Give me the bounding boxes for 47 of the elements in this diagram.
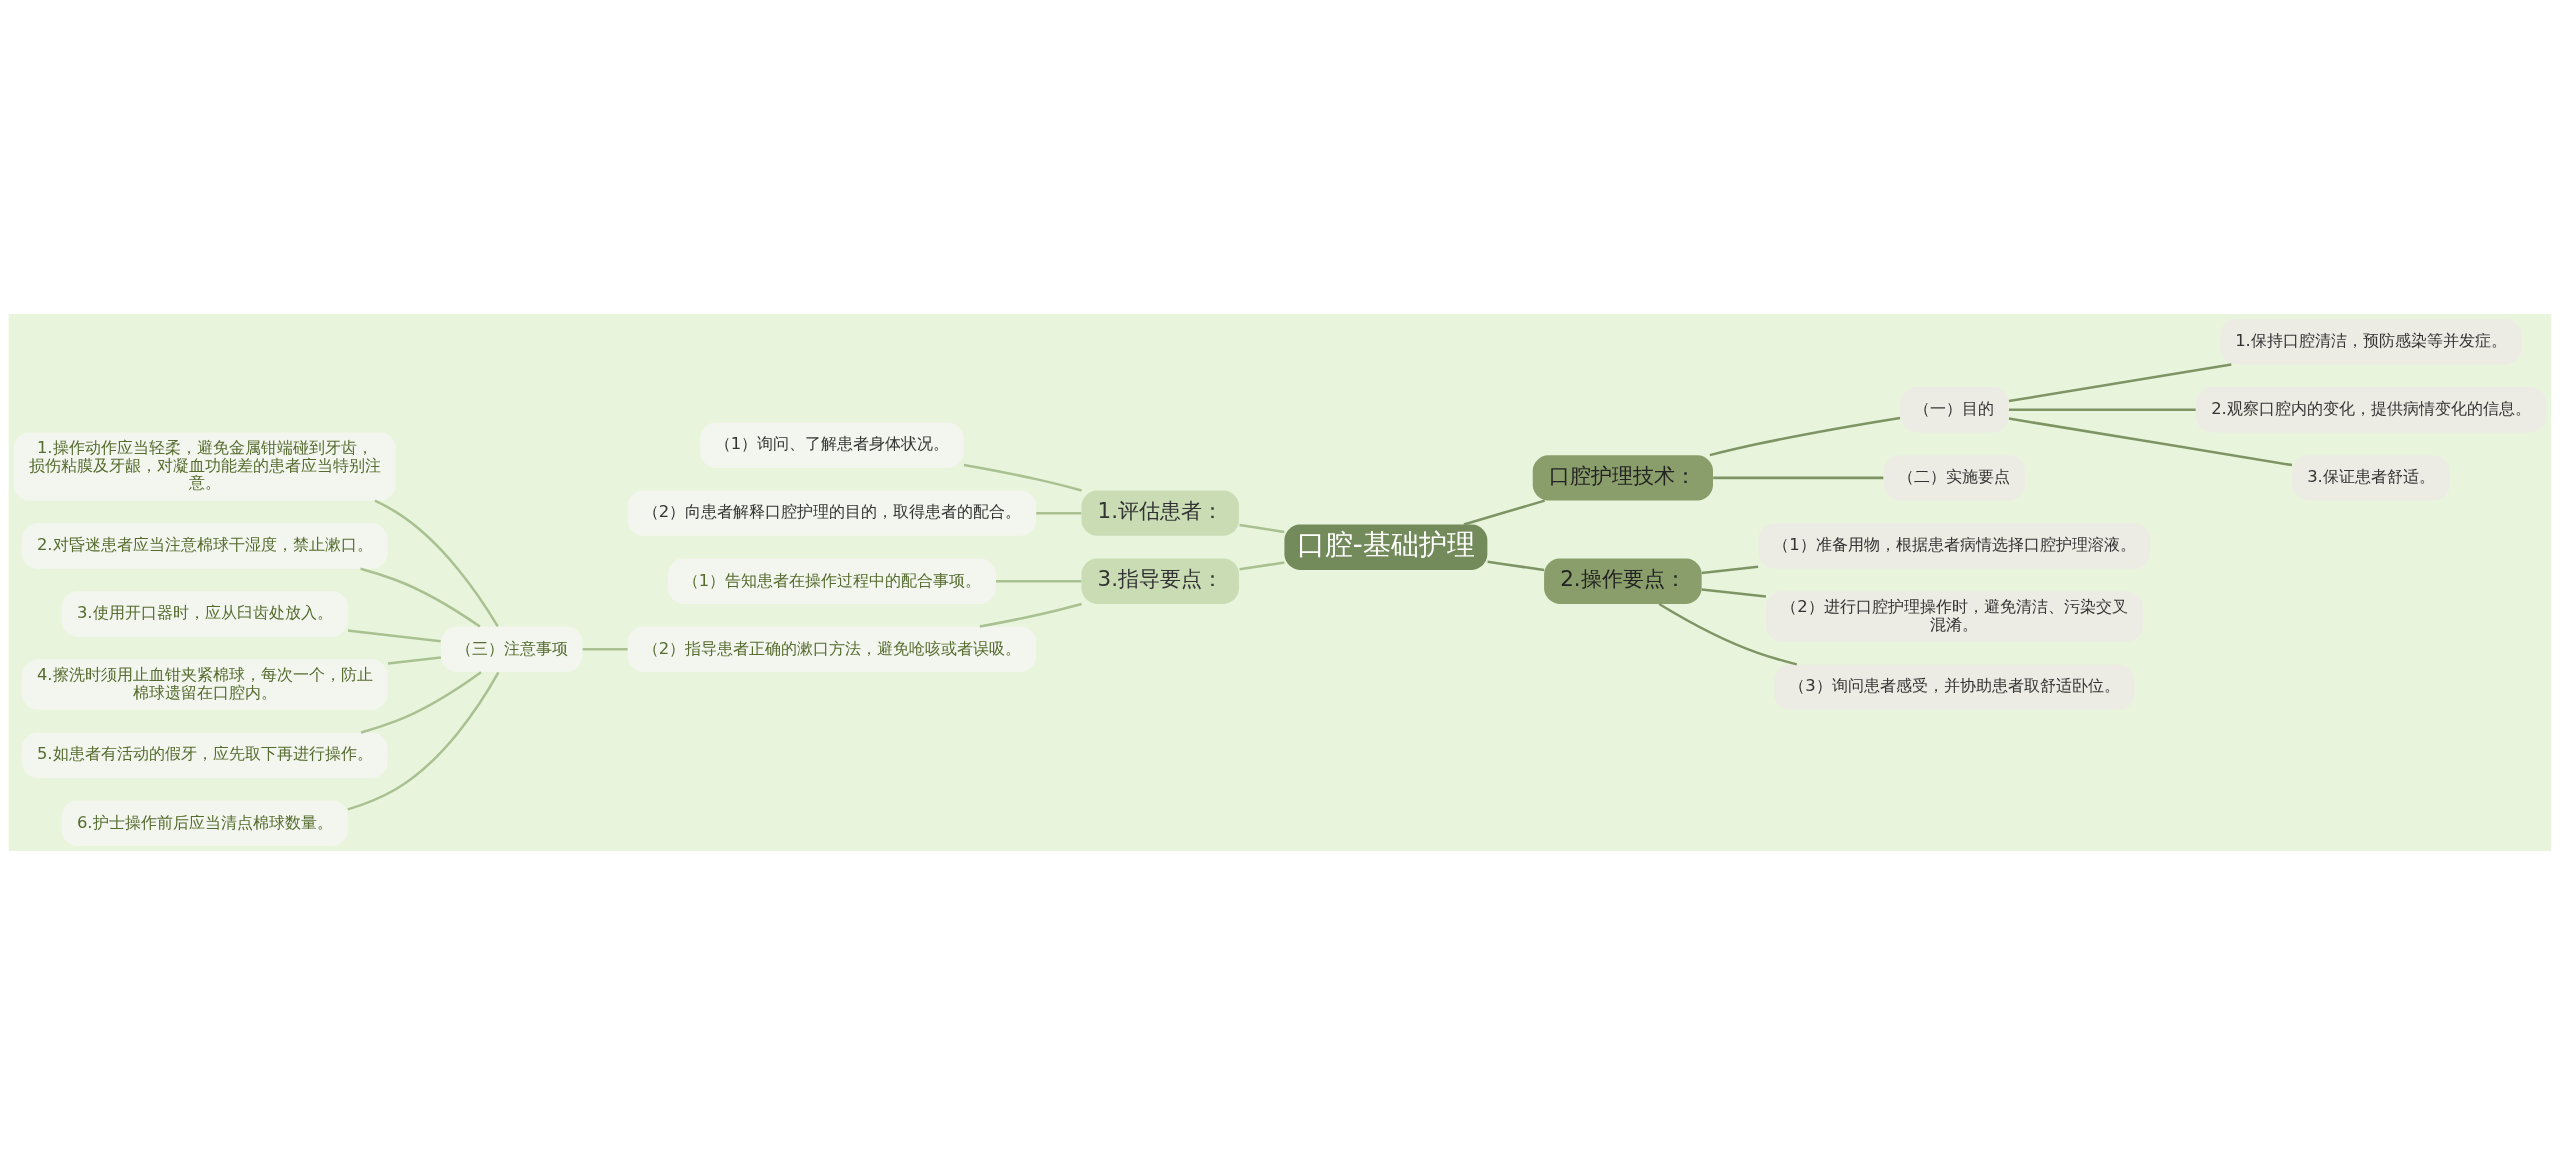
- node-box: （2）进行口腔护理操作时，避免清洁、污染交叉混淆。: [1765, 591, 2143, 642]
- node-box: 2.操作要点：: [1544, 558, 1702, 604]
- connector: [582, 648, 628, 651]
- node-box: （一）目的: [1900, 387, 2009, 433]
- connector: [2008, 408, 2196, 412]
- connector: [360, 567, 481, 628]
- connector: [2008, 363, 2232, 403]
- node-box: （二）实施要点: [1883, 455, 2025, 501]
- node-box: 3.指导要点：: [1081, 558, 1240, 604]
- node-box: 1.评估患者：: [1081, 490, 1240, 536]
- node-box: 3.保证患者舒适。: [2292, 455, 2450, 501]
- node-box: 4.擦洗时须用止血钳夹紧棉球，每次一个，防止棉球遗留在口腔内。: [21, 659, 388, 710]
- connector: [996, 580, 1082, 583]
- node-box: （1）告知患者在操作过程中的配合事项。: [668, 558, 996, 604]
- node-box: 1.操作动作应当轻柔，避免金属钳端碰到牙齿，损伤粘膜及牙龈，对凝血功能差的患者应当特别注意。: [13, 432, 396, 501]
- node-box: 6.护士操作前后应当清点棉球数量。: [61, 800, 348, 846]
- connector: [1239, 561, 1285, 571]
- connector: [963, 463, 1082, 492]
- connector: [387, 656, 442, 665]
- node-box: 5.如患者有活动的假牙，应先取下再进行操作。: [21, 732, 388, 778]
- connector: [2008, 417, 2293, 467]
- connector: [1036, 511, 1082, 515]
- node-box: （三）注意事项: [441, 626, 583, 672]
- node-box: 口腔-基础护理: [1284, 524, 1488, 570]
- connector: [1463, 499, 1546, 526]
- node-box: 2.观察口腔内的变化，提供病情变化的信息。: [2195, 387, 2547, 433]
- connector: [360, 671, 482, 734]
- connector: [1701, 565, 1759, 575]
- node-box: （2）指导患者正确的漱口方法，避免呛咳或者误吸。: [627, 626, 1037, 672]
- connector: [1709, 416, 1901, 457]
- connector: [979, 602, 1082, 628]
- connector: [1713, 476, 1884, 480]
- node-box: 2.对昏迷患者应当注意棉球干湿度，禁止漱口。: [21, 523, 388, 569]
- connector: [1658, 602, 1798, 666]
- node-box: （1）准备用物，根据患者病情选择口腔护理溶液。: [1758, 523, 2151, 569]
- node-box: （3）询问患者感受，并协助患者取舒适卧位。: [1774, 664, 2135, 710]
- node-box: （1）询问、了解患者身体状况。: [700, 422, 964, 468]
- connector: [347, 671, 500, 811]
- connector: [347, 629, 441, 643]
- node-box: （2）向患者解释口腔护理的目的，取得患者的配合。: [627, 490, 1037, 536]
- connector: [1239, 523, 1285, 534]
- connector: [1487, 560, 1545, 572]
- connector: [1701, 588, 1767, 598]
- connector: [374, 499, 499, 628]
- node-box: 口腔护理技术：: [1532, 455, 1713, 501]
- node-box: 1.保持口腔清洁，预防感染等并发症。: [2220, 319, 2522, 365]
- node-box: 3.使用开口器时，应从臼齿处放入。: [61, 591, 348, 637]
